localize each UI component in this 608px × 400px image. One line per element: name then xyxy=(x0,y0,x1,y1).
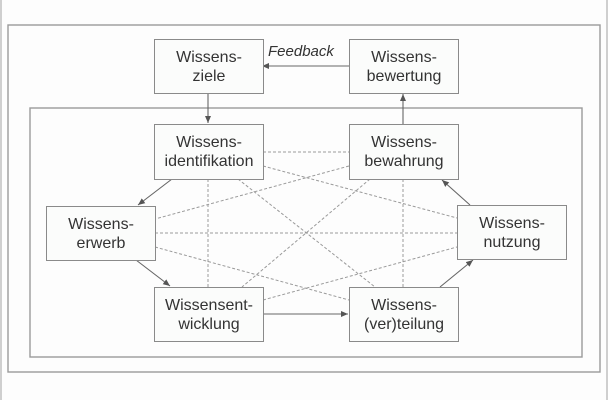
node-wissensentwicklung: Wissensent- wicklung xyxy=(154,287,264,342)
node-wissensbewahrung: Wissens- bewahrung xyxy=(349,124,459,180)
dashed-bewahrung-erwerb xyxy=(154,165,350,220)
arrow-identifikation-erwerb xyxy=(137,178,173,206)
node-wissensnutzung: Wissens- nutzung xyxy=(457,205,567,260)
node-label-line1: Wissens- xyxy=(176,48,242,66)
arrow-erwerb-entwicklung xyxy=(135,259,171,287)
node-label-line2: erwerb xyxy=(76,234,126,252)
feedback-label: Feedback xyxy=(268,43,334,60)
node-wissenserwerb: Wissens- erwerb xyxy=(46,206,156,261)
node-label-line1: Wissensent- xyxy=(164,296,254,314)
node-label-line2: wicklung xyxy=(178,315,240,333)
arrow-nutzung-bewahrung xyxy=(441,179,471,206)
node-label-line1: Wissens- xyxy=(371,134,437,151)
dashed-erwerb-verteilung xyxy=(154,246,350,301)
page-edge-right xyxy=(606,0,608,400)
node-label-line1: Wissens- xyxy=(371,48,437,66)
node-label-line2: bewahrung xyxy=(364,153,444,170)
node-label-line1: Wissens- xyxy=(371,296,437,314)
node-wissensziele: Wissens- ziele xyxy=(154,39,264,94)
node-wissensverteilung: Wissens- (ver)teilung xyxy=(349,287,459,342)
node-label-line2: ziele xyxy=(192,67,226,85)
node-label-line2: (ver)teilung xyxy=(363,315,445,333)
page-edge-left xyxy=(0,0,2,400)
node-label-line2: nutzung xyxy=(483,233,541,251)
arrow-verteilung-nutzung xyxy=(439,259,474,288)
outer-frame xyxy=(7,24,601,373)
node-label-line2: identifikation xyxy=(164,153,254,170)
node-label-line1: Wissens- xyxy=(68,215,134,233)
node-wissensidentifikation: Wissens- identifikation xyxy=(154,124,264,180)
node-label-line1: Wissens- xyxy=(176,134,242,151)
dashed-ident-nutzung xyxy=(262,165,458,219)
inner-frame xyxy=(29,107,583,358)
dashed-entwicklung-nutzung xyxy=(262,246,458,301)
node-label-line2: bewertung xyxy=(366,67,442,85)
node-wissensbewertung: Wissens- bewertung xyxy=(349,39,459,94)
dashed-bewahrung-entwicklung xyxy=(241,178,371,288)
node-label-line1: Wissens- xyxy=(479,214,545,232)
